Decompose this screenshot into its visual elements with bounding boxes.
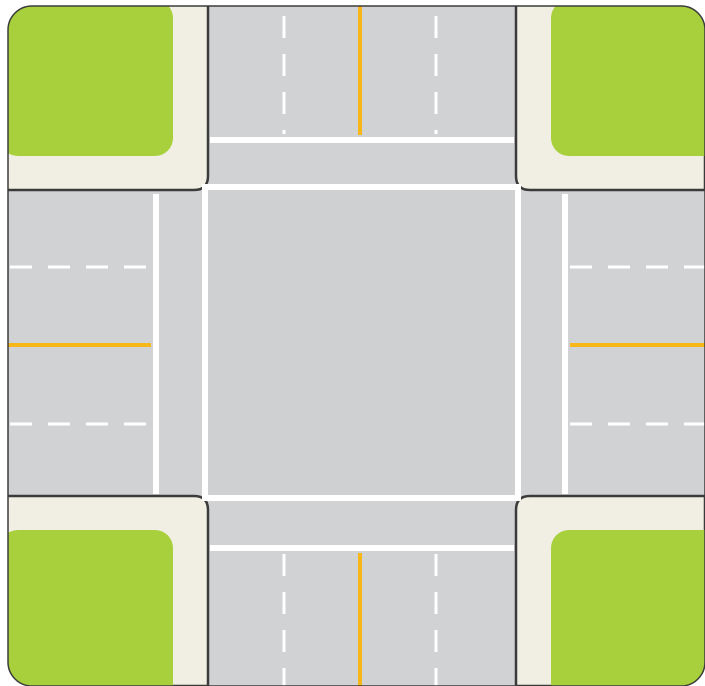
intersection-outline [202,184,521,501]
grass-block-icon [551,6,705,156]
intersection-box [205,187,518,498]
corner-block-top-right [514,6,705,192]
frame-border [7,5,705,686]
grass-block-icon [551,530,705,686]
grass-block-icon [8,6,173,156]
corner-block-bottom-right [514,494,705,686]
grass-block-icon [8,530,173,686]
corner-block-bottom-left [8,494,210,686]
corner-block-top-left [8,6,210,192]
